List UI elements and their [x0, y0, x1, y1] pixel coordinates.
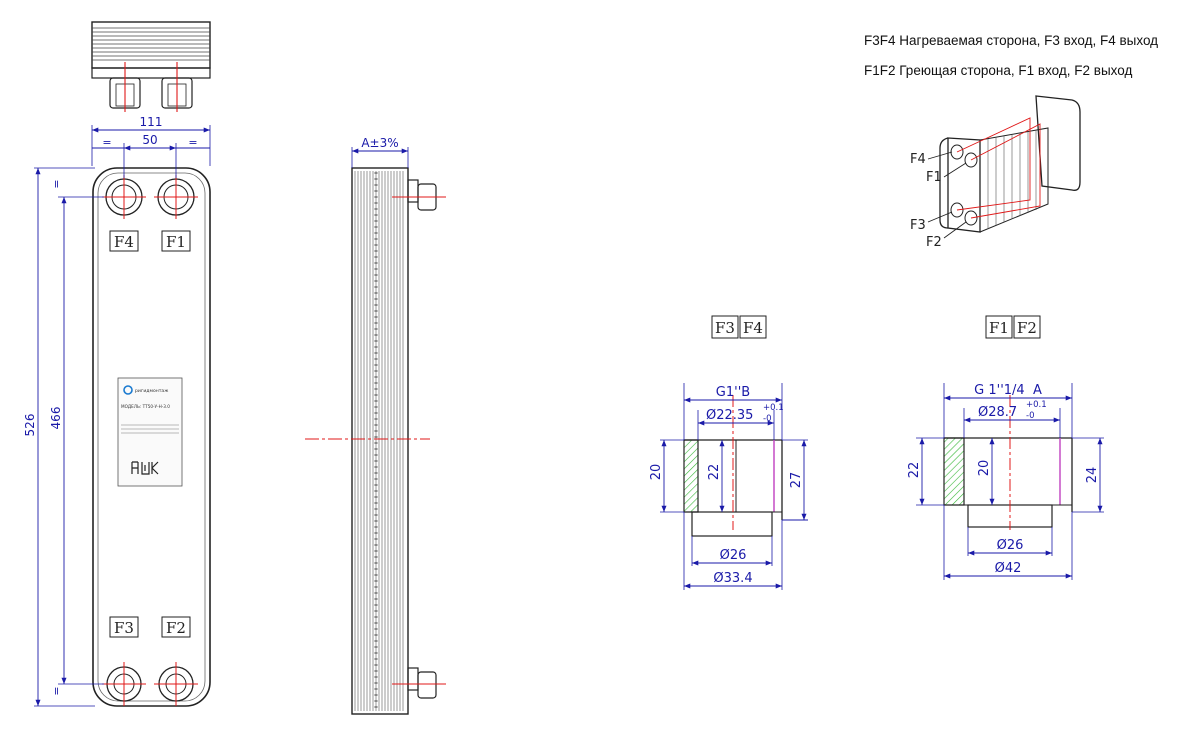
f3f4-height-right: 27 [789, 472, 804, 489]
dim-width-overall: 111 [140, 115, 163, 129]
dim-port-center-distance: 466 [49, 407, 63, 430]
front-label-f1: F1 [166, 233, 186, 251]
dim-port-spacing: 50 [142, 133, 157, 147]
iso-label-f3: F3 [910, 218, 926, 233]
top-view [91, 21, 211, 112]
front-label-f3: F3 [114, 619, 134, 637]
iso-label-f1: F1 [926, 170, 942, 185]
f3f4-height-left: 20 [649, 464, 664, 481]
connection-f1f2-detail: F1 F2 G 1''1/4 A Ø28.7 +0.1 -0 22 20 24 [907, 315, 1104, 580]
f3f4-thread: G1''B [716, 385, 750, 400]
f1f2-tol-upper: +0.1 [1026, 400, 1047, 410]
f3f4-dia-outer: Ø33.4 [713, 571, 752, 586]
f1f2-height-inner: 20 [977, 460, 992, 477]
title-f1: F1 [989, 319, 1009, 337]
certification-marks-icon [131, 461, 159, 475]
equal-mark-right: = [188, 136, 197, 149]
iso-label-f4: F4 [910, 152, 926, 167]
f1f2-height-right: 24 [1085, 467, 1100, 484]
f3f4-inner-dia: Ø22.35 [706, 408, 753, 423]
side-view: A±3% [305, 136, 446, 715]
iso-label-f2: F2 [926, 235, 942, 250]
f3f4-tol-upper: +0.1 [763, 403, 784, 413]
front-label-f2: F2 [166, 619, 186, 637]
front-label-f4: F4 [114, 233, 134, 251]
f3f4-height-inner: 22 [707, 464, 722, 481]
equal-mark-bottom: = [50, 686, 63, 695]
f3f4-tol-lower: -0 [763, 414, 771, 424]
connection-f3f4-detail: F3 F4 G1''B Ø22.35 +0.1 -0 20 22 27 [649, 315, 808, 590]
legend-heated-side: F3F4 Нагреваемая сторона, F3 вход, F4 вы… [864, 33, 1159, 48]
equal-mark-left: = [102, 136, 111, 149]
f1f2-height-left: 22 [907, 462, 922, 479]
f1f2-thread: G 1''1/4 A [974, 383, 1042, 398]
nameplate-brand: ригидмонтаж [135, 389, 168, 394]
equal-mark-top: = [50, 179, 63, 188]
title-f3: F3 [715, 319, 735, 337]
f1f2-tol-lower: -0 [1026, 411, 1034, 421]
nameplate: ригидмонтаж МОДЕЛЬ: ТТ50-У-Н-3.0 [117, 377, 183, 487]
brand-logo-icon [123, 385, 133, 395]
title-f4: F4 [743, 319, 763, 337]
f1f2-dia-outer: Ø42 [995, 561, 1022, 576]
f1f2-dia-small: Ø26 [997, 538, 1024, 553]
nameplate-model: МОДЕЛЬ: ТТ50-У-Н-3.0 [121, 404, 170, 409]
dim-thickness: A±3% [361, 136, 398, 150]
dim-height-overall: 526 [23, 414, 37, 437]
isometric-view: F4 F1 F3 F2 [910, 95, 1081, 250]
legend-heating-side: F1F2 Греющая сторона, F1 вход, F2 выход [864, 63, 1133, 78]
f1f2-inner-dia: Ø28.7 [978, 405, 1017, 420]
title-f2: F2 [1017, 319, 1037, 337]
f3f4-dia-small: Ø26 [720, 548, 747, 563]
front-view: F4 F1 F3 F2 ригидмонтаж МОДЕЛЬ: ТТ50-У-Н… [23, 115, 211, 707]
